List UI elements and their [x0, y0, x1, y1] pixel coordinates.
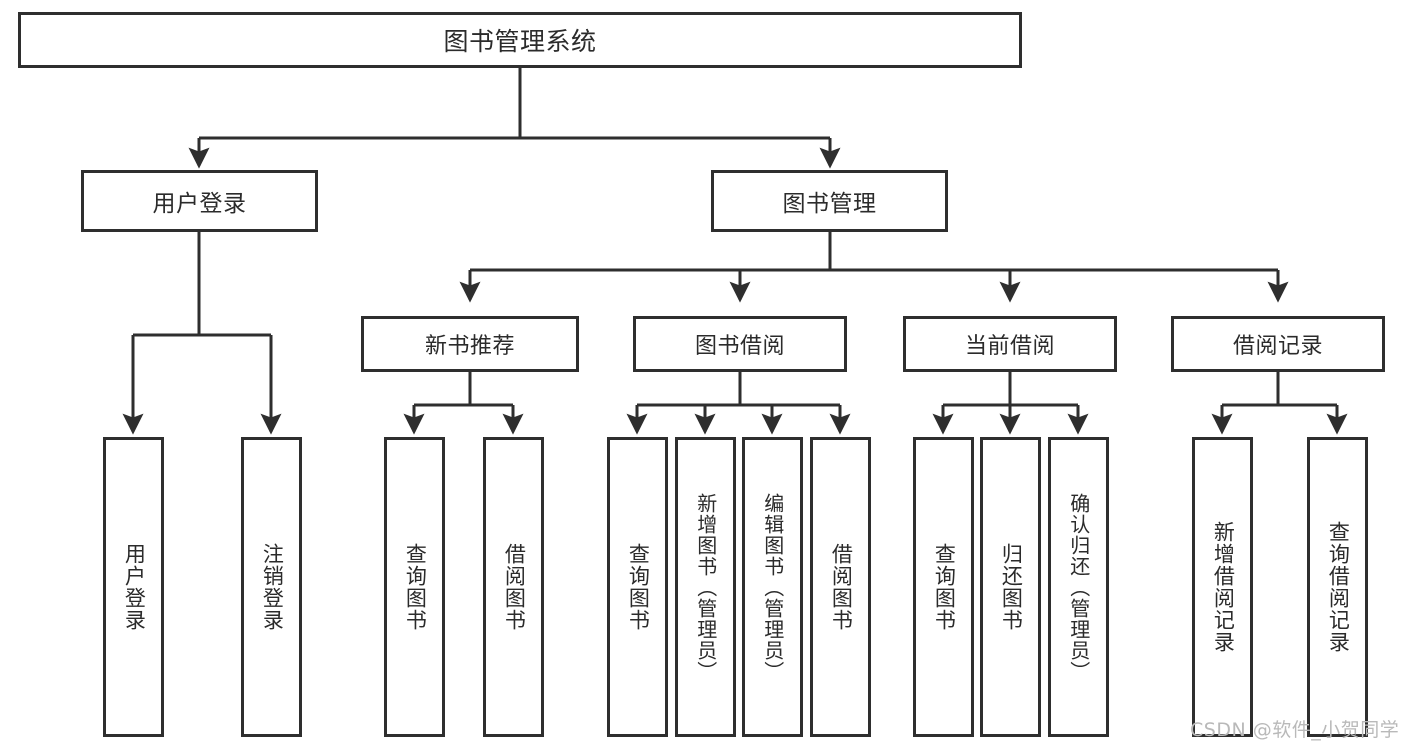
node-label: 确认归还（管理员）	[1066, 492, 1091, 682]
node-label: 查询图书	[626, 543, 651, 631]
node-book-management[interactable]: 图书管理	[711, 170, 948, 232]
node-leaf-user-login[interactable]: 用户登录	[103, 437, 164, 737]
node-book-borrow[interactable]: 图书借阅	[633, 316, 847, 372]
node-user-login[interactable]: 用户登录	[81, 170, 318, 232]
node-label: 新书推荐	[424, 334, 515, 359]
node-label: 用户登录	[122, 543, 147, 631]
node-label: 借阅图书	[502, 543, 527, 631]
node-label: 借阅图书	[829, 543, 854, 631]
node-label: 查询图书	[932, 543, 957, 631]
node-leaf-edit-book-admin[interactable]: 编辑图书（管理员）	[742, 437, 803, 737]
watermark-text: CSDN @软件_小贺同学	[1190, 719, 1400, 741]
node-label: 查询图书	[403, 543, 428, 631]
node-leaf-query-book-recommend[interactable]: 查询图书	[384, 437, 445, 737]
node-leaf-query-book-current[interactable]: 查询图书	[913, 437, 974, 737]
node-root-system[interactable]: 图书管理系统	[18, 12, 1022, 68]
node-leaf-add-book-admin[interactable]: 新增图书（管理员）	[675, 437, 736, 737]
node-label: 编辑图书（管理员）	[760, 492, 785, 682]
node-label: 用户登录	[152, 191, 247, 217]
node-borrow-record[interactable]: 借阅记录	[1171, 316, 1385, 372]
node-leaf-add-borrow-record[interactable]: 新增借阅记录	[1192, 437, 1253, 737]
node-leaf-borrow-book-recommend[interactable]: 借阅图书	[483, 437, 544, 737]
node-label: 新增借阅记录	[1211, 521, 1236, 653]
node-label: 当前借阅	[964, 334, 1055, 359]
node-leaf-query-book-borrow[interactable]: 查询图书	[607, 437, 668, 737]
node-leaf-logout[interactable]: 注销登录	[241, 437, 302, 737]
node-label: 图书借阅	[694, 334, 785, 359]
node-label: 归还图书	[999, 543, 1024, 631]
node-leaf-borrow-book[interactable]: 借阅图书	[810, 437, 871, 737]
node-new-book-recommend[interactable]: 新书推荐	[361, 316, 579, 372]
node-leaf-query-borrow-record[interactable]: 查询借阅记录	[1307, 437, 1368, 737]
node-label: 图书管理系统	[443, 27, 597, 56]
node-leaf-confirm-return-admin[interactable]: 确认归还（管理员）	[1048, 437, 1109, 737]
node-label: 图书管理	[782, 191, 877, 217]
node-current-borrow[interactable]: 当前借阅	[903, 316, 1117, 372]
node-leaf-return-book[interactable]: 归还图书	[980, 437, 1041, 737]
node-label: 新增图书（管理员）	[693, 492, 718, 682]
node-label: 查询借阅记录	[1326, 521, 1351, 653]
csdn-watermark: CSDN @软件_小贺同学	[1190, 715, 1399, 742]
node-label: 借阅记录	[1232, 334, 1323, 359]
node-label: 注销登录	[260, 543, 285, 631]
